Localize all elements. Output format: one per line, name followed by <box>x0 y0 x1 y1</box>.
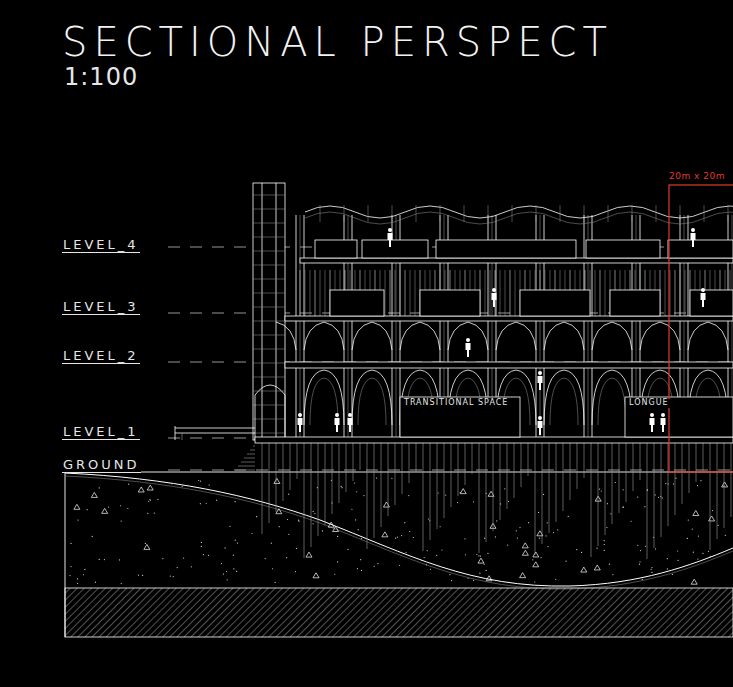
area-frame <box>669 185 733 472</box>
level-label: GROUND <box>62 458 141 473</box>
dimension-label: 20m x 20m <box>668 172 726 182</box>
level-label: LEVEL_2 <box>62 349 140 364</box>
level-label: LEVEL_3 <box>62 300 140 315</box>
level-label: LEVEL_4 <box>62 238 140 253</box>
scale-label: 1:100 <box>63 64 139 90</box>
space-label: LONGUE <box>628 399 670 408</box>
level-label: LEVEL_1 <box>62 425 140 440</box>
ground-section <box>65 472 733 637</box>
human-figures <box>298 228 706 435</box>
sheet-title: SECTIONAL PERSPECT <box>62 20 613 64</box>
piloti-columns <box>262 443 731 559</box>
building-section <box>175 183 733 470</box>
space-label: TRANSITIONAL SPACE <box>403 399 509 408</box>
